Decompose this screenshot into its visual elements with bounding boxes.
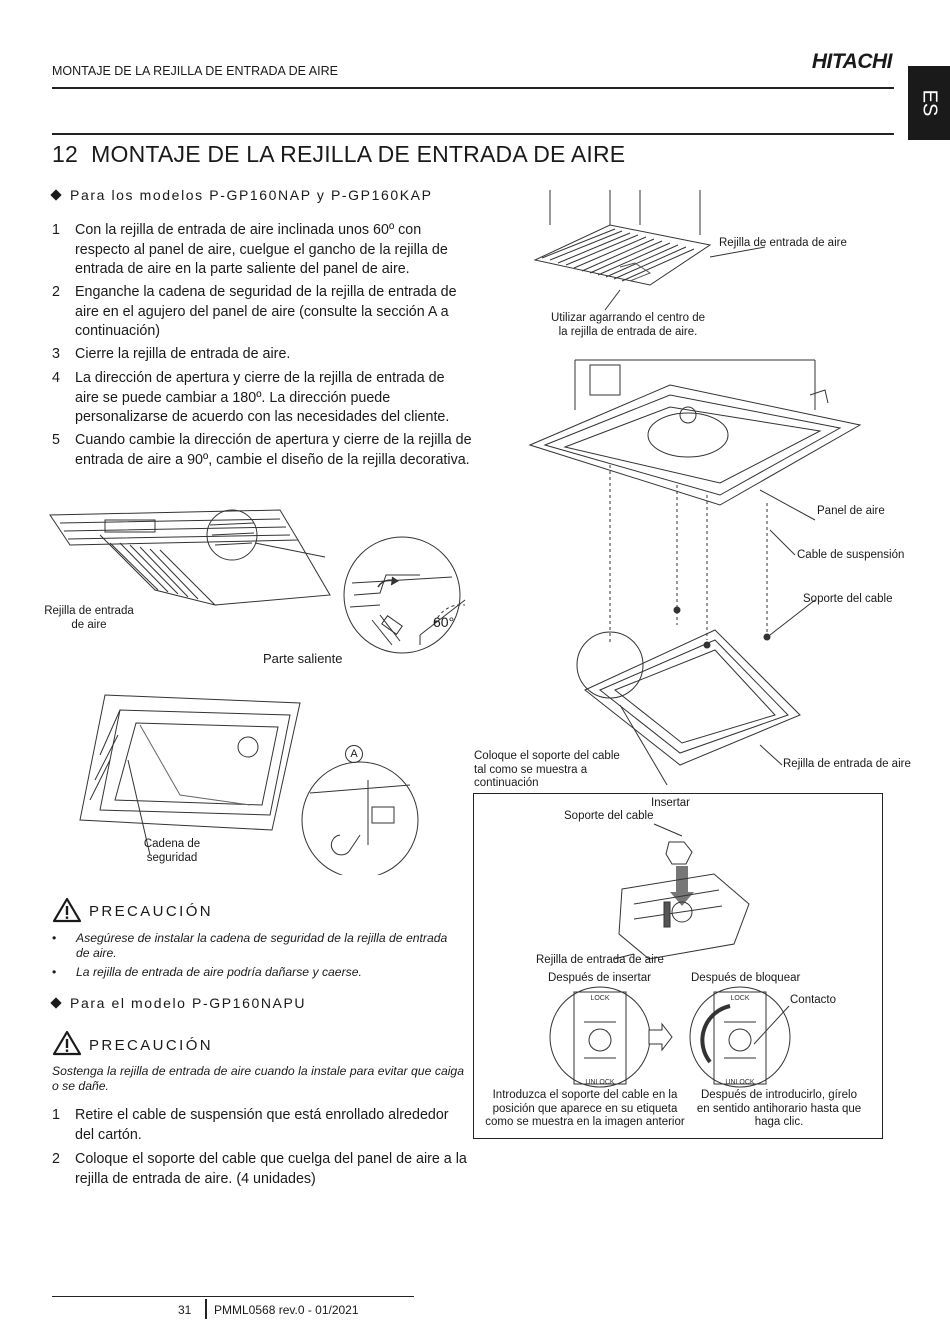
protrusion-label: Parte saliente <box>263 651 343 666</box>
panel-label: Panel de aire <box>817 505 885 517</box>
step-text: Retire el cable de suspensión que está e… <box>75 1107 449 1143</box>
after-insert-label: Después de insertar <box>548 972 651 984</box>
caption-right: Después de introducirlo, gírelo en senti… <box>696 1089 862 1128</box>
diamond-bullet-icon <box>50 189 62 201</box>
diamond-bullet-icon <box>50 997 62 1009</box>
bottom-grille-label: Rejilla de entrada de aire <box>783 758 911 770</box>
running-header-title: MONTAJE DE LA REJILLA DE ENTRADA DE AIRE <box>52 64 338 78</box>
list-item: 1 Con la rejilla de entrada de aire incli… <box>52 221 472 280</box>
bullet-text: Asegúrese de instalar la cadena de segur… <box>76 931 448 960</box>
caution-text-2: Sostenga la rejilla de entrada de aire c… <box>52 1064 464 1093</box>
detail-support-label: Soporte del cable <box>564 810 654 822</box>
step-text: Con la rejilla de entrada de aire inclin… <box>75 222 448 278</box>
step-text: Enganche la cadena de seguridad de la re… <box>75 284 457 340</box>
footer-separator <box>205 1299 207 1319</box>
list-item: 2 Coloque el soporte del cable que cuelga… <box>52 1150 472 1189</box>
detail-marker-a: A <box>345 745 363 763</box>
list-item: 3 Cierre la rejilla de entrada de aire. <box>52 345 472 365</box>
step-number: 5 <box>52 432 60 448</box>
hold-instruction-label: Utilizar agarrando el centro de la rejil… <box>550 312 706 338</box>
angle-label: 60° <box>433 614 455 630</box>
header-rule <box>52 87 894 89</box>
step-number: 1 <box>52 222 60 238</box>
step-number: 1 <box>52 1107 60 1123</box>
bullet-text: La rejilla de entrada de aire podría dañ… <box>76 965 362 979</box>
page-number: 31 <box>178 1303 192 1317</box>
list-item: 5 Cuando cambie la dirección de apertura … <box>52 431 472 470</box>
list-item: •Asegúrese de instalar la cadena de segu… <box>52 931 448 960</box>
footer-rule <box>52 1296 414 1297</box>
after-lock-label: Después de bloquear <box>691 972 801 984</box>
subsection-heading-1: Para los modelos P-GP160NAP y P-GP160KAP <box>50 187 433 203</box>
top-grille-label: Rejilla de entrada de aire <box>719 237 847 249</box>
support-label: Soporte del cable <box>803 593 893 605</box>
cable-support-detail-illustration: LOCK UNLOCK LOCK UNLOCK <box>549 823 791 1088</box>
caution-title-2: PRECAUCIÓN <box>89 1037 214 1054</box>
language-tab: ES <box>908 66 950 140</box>
contact-label: Contacto <box>790 994 837 1006</box>
subsection-title: Para los modelos P-GP160NAP y P-GP160KAP <box>70 187 433 203</box>
exploded-installation-illustration <box>528 190 862 785</box>
step-number: 3 <box>52 346 60 362</box>
unlock-text: UNLOCK <box>725 1079 755 1086</box>
place-instruction-label: Coloque el soporte del cable tal como se… <box>474 750 620 789</box>
caution-title-1: PRECAUCIÓN <box>89 903 214 920</box>
step-number: 2 <box>52 1151 60 1167</box>
step-text: Coloque el soporte del cable que cuelga … <box>75 1151 467 1187</box>
caution-list-1: •Asegúrese de instalar la cadena de segu… <box>52 931 464 980</box>
section-heading: MONTAJE DE LA REJILLA DE ENTRADA DE AIRE <box>91 141 626 167</box>
grille-label: Rejilla de entrada de aire <box>44 605 134 631</box>
step-number: 4 <box>52 370 60 386</box>
section-number: 12 <box>52 141 78 167</box>
cable-label: Cable de suspensión <box>797 549 905 561</box>
unlock-text: UNLOCK <box>585 1079 615 1086</box>
list-item: 4 La dirección de apertura y cierre de la… <box>52 369 462 428</box>
section-rule <box>52 133 894 135</box>
warning-triangle-icon <box>52 897 82 923</box>
chain-label: Cadena de seguridad <box>143 838 201 864</box>
subsection-title: Para el modelo P-GP160NAPU <box>70 995 307 1011</box>
step-number: 2 <box>52 284 60 300</box>
language-code: ES <box>918 89 941 117</box>
list-item: 1 Retire el cable de suspensión que está … <box>52 1106 462 1145</box>
list-item: •La rejilla de entrada de aire podría da… <box>52 965 362 979</box>
lock-text: LOCK <box>590 995 609 1002</box>
list-item: 2 Enganche la cadena de seguridad de la r… <box>52 283 472 342</box>
step-text: Cierre la rejilla de entrada de aire. <box>75 346 291 362</box>
lock-text: LOCK <box>730 995 749 1002</box>
subsection-heading-2: Para el modelo P-GP160NAPU <box>50 995 307 1011</box>
step-text: La dirección de apertura y cierre de la … <box>75 370 450 426</box>
warning-triangle-icon <box>52 1030 82 1056</box>
caption-left: Introduzca el soporte del cable en la po… <box>485 1089 685 1128</box>
document-reference: PMML0568 rev.0 - 01/2021 <box>214 1303 359 1317</box>
grille-installation-illustration <box>49 509 466 875</box>
step-text: Cuando cambie la dirección de apertura y… <box>75 432 472 468</box>
detail-grille-label: Rejilla de entrada de aire <box>536 954 664 966</box>
detail-box <box>473 793 883 1139</box>
section-title: 12 MONTAJE DE LA REJILLA DE ENTRADA DE A… <box>52 141 625 168</box>
insert-label: Insertar <box>651 797 690 809</box>
brand-logo: HITACHI <box>811 50 893 73</box>
